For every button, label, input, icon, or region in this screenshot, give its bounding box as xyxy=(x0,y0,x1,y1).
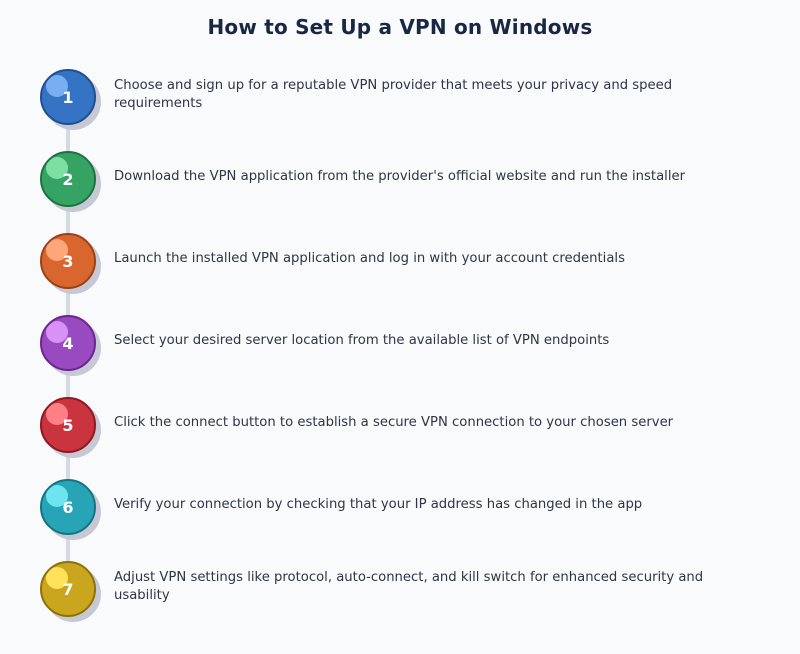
step-circle xyxy=(40,397,96,453)
step-text: Click the connect button to establish a … xyxy=(114,415,674,430)
step-5: 5 Click the connect button to establish … xyxy=(0,384,800,466)
step-badge: 6 xyxy=(40,479,101,540)
step-6: 6 Verify your connection by checking tha… xyxy=(0,466,800,548)
step-2: 2 Download the VPN application from the … xyxy=(0,138,800,220)
step-text: Verify your connection by checking that … xyxy=(114,497,643,512)
step-4: 4 Select your desired server location fr… xyxy=(0,302,800,384)
page-title: How to Set Up a VPN on Windows xyxy=(207,15,593,39)
step-badge: 5 xyxy=(40,397,101,458)
step-7: 7 Adjust VPN settings like protocol, aut… xyxy=(0,548,800,630)
step-number: 7 xyxy=(62,580,74,599)
step-text: Select your desired server location from… xyxy=(114,333,610,348)
step-badge: 1 xyxy=(40,69,101,130)
step-circle xyxy=(40,233,96,289)
step-badge: 7 xyxy=(40,561,101,622)
step-circle xyxy=(40,69,96,125)
step-circle xyxy=(40,151,96,207)
step-badge: 3 xyxy=(40,233,101,294)
step-number: 3 xyxy=(62,252,74,271)
step-text: Launch the installed VPN application and… xyxy=(114,251,625,266)
step-badge: 2 xyxy=(40,151,101,212)
step-text: Adjust VPN settings like protocol, auto-… xyxy=(114,570,704,603)
step-number: 1 xyxy=(62,88,74,107)
step-circle xyxy=(40,561,96,617)
step-1: 1 Choose and sign up for a reputable VPN… xyxy=(0,56,800,138)
step-number: 5 xyxy=(62,416,74,435)
step-3: 3 Launch the installed VPN application a… xyxy=(0,220,800,302)
step-text: Choose and sign up for a reputable VPN p… xyxy=(114,78,673,111)
step-circle xyxy=(40,479,96,535)
step-text: Download the VPN application from the pr… xyxy=(114,169,686,184)
step-number: 4 xyxy=(62,334,74,353)
step-circle xyxy=(40,315,96,371)
step-number: 6 xyxy=(62,498,74,517)
step-number: 2 xyxy=(62,170,74,189)
step-badge: 4 xyxy=(40,315,101,376)
